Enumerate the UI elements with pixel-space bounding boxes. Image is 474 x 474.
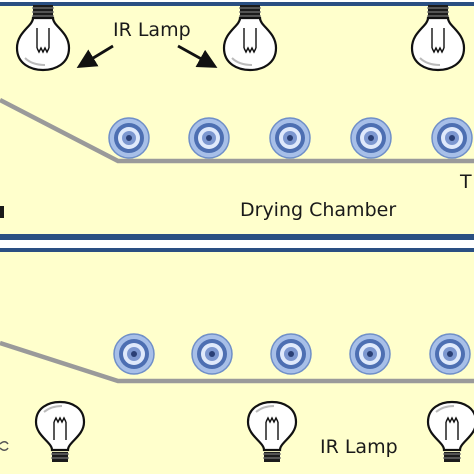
arrow-left-icon	[76, 44, 114, 69]
upper-panel-bottom-border	[0, 236, 474, 240]
roller-icon	[429, 333, 471, 375]
lower-panel-background	[0, 248, 474, 474]
roller-icon	[349, 333, 391, 375]
ir-lamp-label: IR Lamp	[113, 19, 191, 41]
lower-panel: IR Lamp	[0, 248, 474, 474]
ir-lamp-label: IR Lamp	[320, 436, 398, 458]
roller-icon	[108, 117, 150, 159]
roller-icon	[113, 333, 155, 375]
roller-icon	[191, 333, 233, 375]
roller-icon	[350, 117, 392, 159]
left-edge-glyph	[0, 441, 9, 451]
right-edge-label: T	[459, 171, 472, 193]
roller-icon	[270, 333, 312, 375]
roller-icon	[188, 117, 230, 159]
conveyor-belt	[0, 98, 474, 164]
left-edge-mark	[0, 206, 4, 218]
drying-chamber-label: Drying Chamber	[240, 199, 396, 221]
roller-icon	[269, 117, 311, 159]
arrow-right-icon	[177, 44, 218, 68]
roller-icon	[431, 117, 473, 159]
conveyor-belt	[0, 340, 474, 384]
upper-panel: IR Lamp Drying Chamber T	[0, 2, 474, 240]
